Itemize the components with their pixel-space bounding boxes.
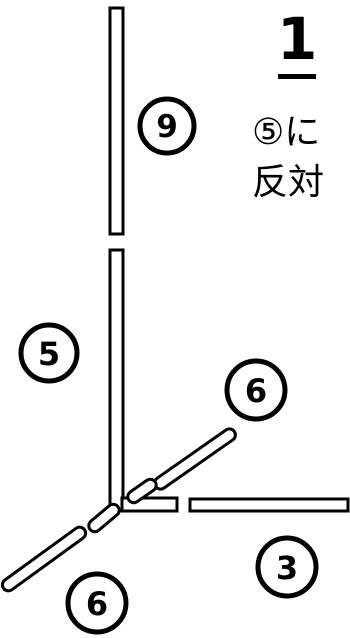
panel-3 (188, 497, 350, 513)
panel-5 (108, 248, 125, 512)
label-5: 5 (18, 322, 80, 384)
instruction-line-1: ⑤に (252, 112, 321, 153)
rod-6-lower-short (87, 502, 121, 534)
panel-9 (108, 6, 125, 236)
svg-text:3: 3 (276, 549, 298, 587)
rod-6-lower-long (0, 525, 88, 593)
instruction-line-2: 反対 (252, 162, 325, 203)
svg-text:9: 9 (156, 109, 178, 145)
svg-text:5: 5 (38, 335, 60, 373)
label-6-upper: 6 (224, 358, 288, 422)
step-number-underline (278, 74, 316, 79)
svg-text:6: 6 (86, 585, 108, 623)
instruction-text: ⑤に 反対 (252, 108, 324, 208)
label-6-lower: 6 (65, 571, 129, 635)
svg-text:6: 6 (245, 372, 267, 410)
rod-6-upper-long (153, 427, 237, 491)
step-number: 1 (277, 5, 318, 73)
rod-6-upper-short (126, 477, 158, 505)
label-3: 3 (255, 535, 319, 599)
label-9: 9 (137, 96, 197, 156)
